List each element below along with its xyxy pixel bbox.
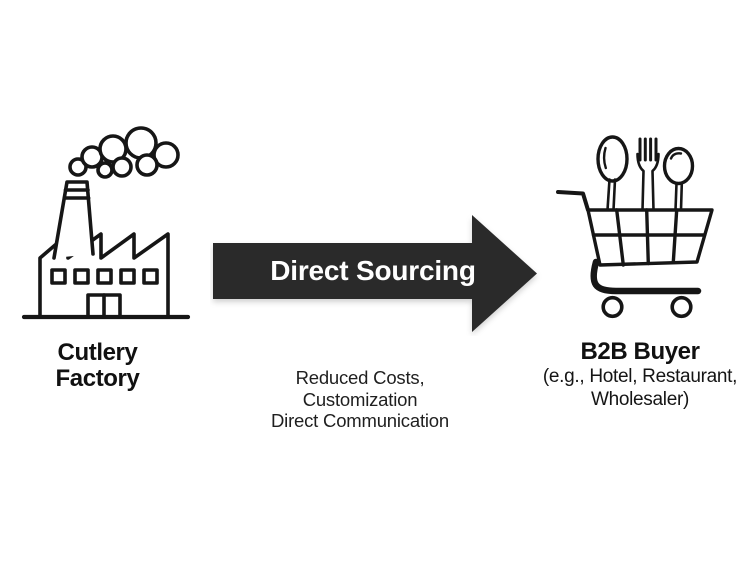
spoon-large-icon	[596, 135, 629, 212]
spoon-small-icon	[662, 146, 695, 212]
factory-icon	[21, 126, 191, 320]
factory-building	[38, 232, 170, 319]
smoke-cloud-icon	[68, 126, 180, 179]
buyer-title: B2B Buyer	[580, 338, 700, 365]
cart-frame	[556, 190, 714, 295]
factory-chimney	[52, 180, 95, 260]
direct-sourcing-arrow	[213, 215, 537, 332]
buyer-subtitle: (e.g., Hotel, Restaurant, Wholesaler)	[542, 366, 738, 410]
fork-icon	[636, 137, 660, 212]
factory-door	[86, 293, 122, 319]
arrow-label: Direct Sourcing	[270, 255, 476, 286]
cart-wheels	[601, 295, 693, 319]
arrow-shape	[213, 215, 537, 332]
buyer-label-block: B2B Buyer (e.g., Hotel, Restaurant, Whol…	[523, 338, 750, 411]
shopping-cart-cutlery-icon	[556, 135, 714, 319]
benefits-caption: Reduced Costs, Customization Direct Comm…	[271, 367, 449, 431]
source-label: Cutlery Factory	[55, 339, 140, 392]
factory-windows	[50, 268, 159, 285]
